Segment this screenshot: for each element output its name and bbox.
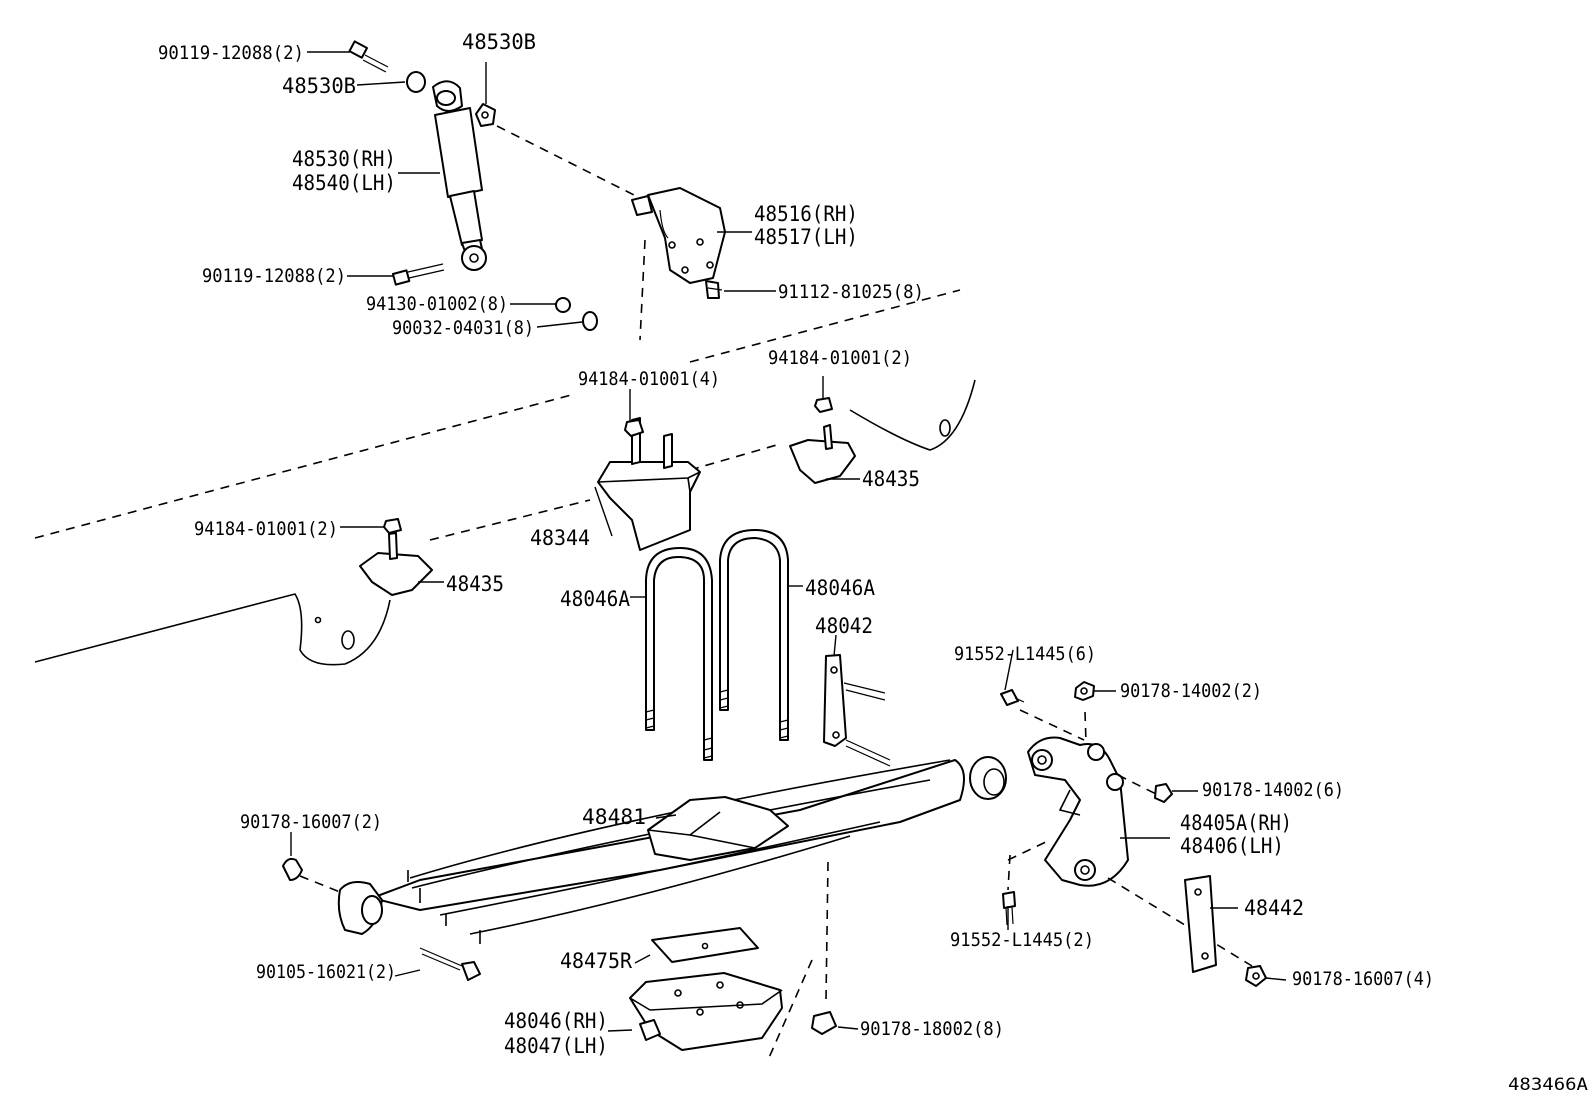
label-48042: 48042 bbox=[815, 614, 873, 638]
label-48344: 48344 bbox=[530, 526, 590, 550]
hanger-nut-side[interactable] bbox=[1154, 783, 1173, 803]
u-bolt-nut[interactable] bbox=[811, 1011, 837, 1035]
label-48481: 48481 bbox=[582, 805, 646, 829]
spring-stopper-left[interactable] bbox=[359, 532, 433, 596]
label-94184-01001-left: 94184-01001(2) bbox=[194, 518, 338, 540]
label-90178-14002-top: 90178-14002(2) bbox=[1120, 680, 1262, 702]
label-48475r: 48475R bbox=[560, 949, 632, 973]
upper-bolt[interactable] bbox=[348, 40, 389, 73]
front-bolt[interactable] bbox=[419, 947, 481, 981]
label-90178-14002-side: 90178-14002(6) bbox=[1202, 779, 1344, 801]
diagram-reference-code: 483466A bbox=[1508, 1075, 1588, 1095]
label-48517-lh: 48517(LH) bbox=[754, 225, 858, 249]
upper-washer[interactable] bbox=[406, 71, 426, 93]
label-90119-12088-lower: 90119-12088(2) bbox=[202, 265, 346, 287]
hanger-bolt-top[interactable] bbox=[1000, 689, 1025, 706]
spring-shim[interactable] bbox=[651, 927, 759, 963]
label-48530b-nut: 48530B bbox=[462, 30, 536, 54]
frame-rail-outline bbox=[34, 289, 976, 666]
center-nut[interactable] bbox=[624, 419, 644, 437]
spring-hanger-bracket[interactable] bbox=[1027, 736, 1129, 887]
label-48442: 48442 bbox=[1244, 896, 1304, 920]
spring-shackle[interactable] bbox=[1184, 875, 1217, 973]
spring-bumper-center[interactable] bbox=[597, 417, 701, 551]
label-91112-81025: 91112-81025(8) bbox=[778, 281, 924, 303]
spring-pad[interactable] bbox=[647, 796, 789, 861]
label-94184-01001-right: 94184-01001(2) bbox=[768, 347, 912, 369]
label-90032-04031: 90032-04031(8) bbox=[392, 317, 534, 339]
label-94130-01002: 94130-01002(8) bbox=[366, 293, 508, 315]
label-48046-rh: 48046(RH) bbox=[504, 1009, 608, 1033]
left-stopper-nut[interactable] bbox=[383, 518, 402, 534]
label-90105-16021: 90105-16021(2) bbox=[256, 961, 396, 983]
label-48435-right: 48435 bbox=[862, 467, 920, 491]
leader-lines bbox=[290, 51, 1287, 1032]
shock-absorber[interactable] bbox=[432, 80, 487, 271]
front-nut[interactable] bbox=[282, 857, 303, 881]
label-90178-16007-shackle: 90178-16007(4) bbox=[1292, 968, 1434, 990]
u-bolt-right[interactable] bbox=[719, 529, 789, 741]
label-48047-lh: 48047(LH) bbox=[504, 1034, 608, 1058]
right-stopper-nut[interactable] bbox=[814, 397, 833, 413]
spring-stopper-right[interactable] bbox=[789, 424, 856, 484]
nut-small[interactable] bbox=[555, 297, 571, 313]
shock-bracket[interactable] bbox=[631, 187, 726, 284]
spring-plate[interactable] bbox=[823, 654, 891, 767]
bracket-bolt[interactable] bbox=[705, 280, 723, 299]
u-bolt-left[interactable] bbox=[645, 547, 713, 761]
label-48530-rh: 48530(RH) bbox=[292, 147, 396, 171]
upper-nut[interactable] bbox=[475, 103, 496, 127]
shackle-nut[interactable] bbox=[1245, 965, 1267, 987]
label-48540-lh: 48540(LH) bbox=[292, 171, 396, 195]
label-94184-01001-center: 94184-01001(4) bbox=[578, 368, 720, 390]
label-91552-l1445-top: 91552-L1445(6) bbox=[954, 643, 1096, 665]
label-90119-12088-upper: 90119-12088(2) bbox=[158, 42, 304, 64]
label-90178-18002: 90178-18002(8) bbox=[860, 1018, 1004, 1040]
label-91552-l1445-bottom: 91552-L1445(2) bbox=[950, 929, 1094, 951]
label-48046a-right: 48046A bbox=[805, 576, 875, 600]
spring-seat[interactable] bbox=[629, 972, 783, 1051]
label-48435-left: 48435 bbox=[446, 572, 504, 596]
label-48405a-rh: 48405A(RH) bbox=[1180, 811, 1292, 835]
lower-bolt[interactable] bbox=[391, 263, 445, 286]
washer-small[interactable] bbox=[582, 311, 598, 331]
label-48046a-left: 48046A bbox=[560, 587, 630, 611]
hanger-bolt-bottom[interactable] bbox=[1002, 891, 1016, 926]
label-48406-lh: 48406(LH) bbox=[1180, 834, 1284, 858]
hanger-nut-top[interactable] bbox=[1074, 681, 1095, 701]
label-90178-16007-front: 90178-16007(2) bbox=[240, 811, 382, 833]
label-48516-rh: 48516(RH) bbox=[754, 202, 858, 226]
label-48530b-washer: 48530B bbox=[282, 74, 356, 98]
front-bushing[interactable] bbox=[337, 881, 383, 935]
